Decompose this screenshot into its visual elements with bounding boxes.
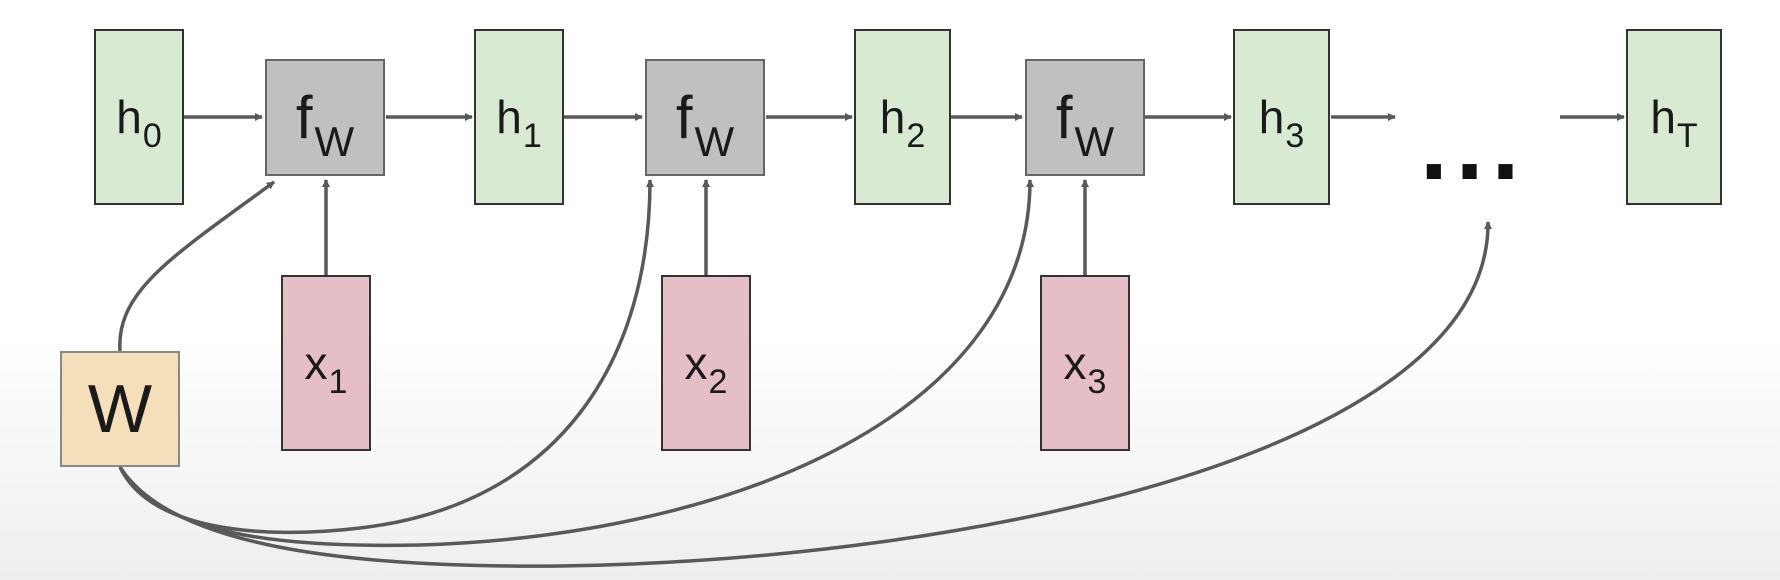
weights-w: W bbox=[60, 351, 180, 467]
function-fw-1-symbol: f bbox=[295, 83, 313, 151]
hidden-state-h1-subscript: 1 bbox=[522, 117, 542, 155]
arrow-w-to-f1 bbox=[118, 180, 276, 352]
input-x1-subscript: 1 bbox=[328, 363, 348, 401]
arrow-w-to-f3 bbox=[118, 179, 1034, 548]
function-fw-1: fW bbox=[265, 59, 385, 176]
input-x3-symbol: x bbox=[1063, 337, 1087, 389]
input-x2-symbol: x bbox=[684, 337, 708, 389]
hidden-state-h2: h2 bbox=[854, 29, 951, 205]
input-x3: x3 bbox=[1040, 275, 1130, 451]
function-fw-2-subscript: W bbox=[694, 117, 735, 165]
arrow-w-to-ellipsis bbox=[118, 221, 1493, 568]
hidden-state-h3-symbol: h bbox=[1258, 91, 1285, 143]
input-x2: x2 bbox=[661, 275, 751, 451]
function-fw-3-symbol: f bbox=[1055, 83, 1073, 151]
hidden-state-hT: hT bbox=[1626, 29, 1722, 205]
input-x1: x1 bbox=[281, 275, 371, 451]
hidden-state-h1: h1 bbox=[474, 29, 564, 205]
arrow-w-to-f2 bbox=[118, 179, 654, 535]
ellipsis: ... bbox=[1420, 89, 1528, 201]
hidden-state-h3-subscript: 3 bbox=[1285, 117, 1305, 155]
hidden-state-h0-subscript: 0 bbox=[142, 117, 162, 155]
hidden-state-h0: h0 bbox=[94, 29, 184, 205]
hidden-state-hT-subscript: T bbox=[1676, 117, 1698, 155]
hidden-state-h2-subscript: 2 bbox=[906, 117, 926, 155]
hidden-state-h0-symbol: h bbox=[116, 91, 142, 143]
input-x1-symbol: x bbox=[304, 337, 328, 389]
function-fw-3-subscript: W bbox=[1074, 117, 1115, 165]
input-x3-subscript: 3 bbox=[1087, 363, 1107, 401]
function-fw-2: fW bbox=[645, 59, 765, 176]
hidden-state-hT-symbol: h bbox=[1650, 91, 1676, 143]
hidden-state-h3: h3 bbox=[1233, 29, 1330, 205]
function-fw-3: fW bbox=[1025, 59, 1145, 176]
weights-w-label: W bbox=[87, 371, 153, 447]
input-x2-subscript: 2 bbox=[708, 363, 728, 401]
hidden-state-h2-symbol: h bbox=[879, 91, 906, 143]
hidden-state-h1-symbol: h bbox=[496, 91, 522, 143]
function-fw-1-subscript: W bbox=[314, 117, 355, 165]
function-fw-2-symbol: f bbox=[675, 83, 693, 151]
